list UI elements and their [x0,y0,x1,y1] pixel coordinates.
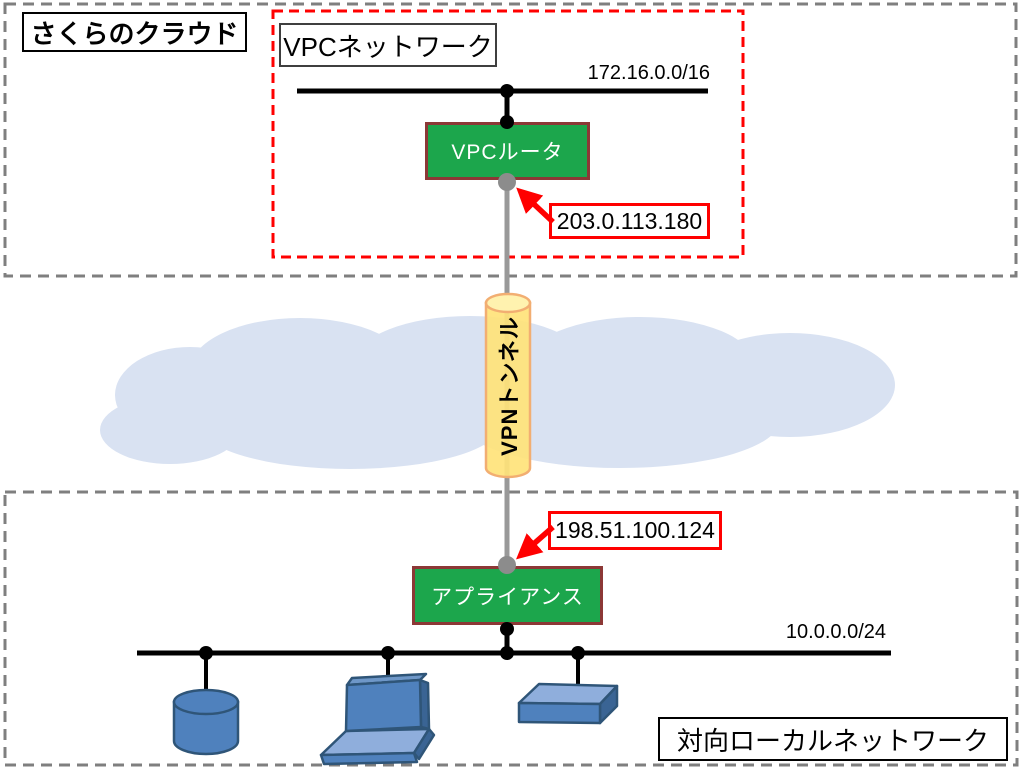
laptop-icon [319,672,436,766]
vpc-lan-connection-dot [500,84,514,98]
network-box-icon [517,682,619,725]
sakura-cloud-zone-frame [3,2,1018,278]
local-network-zone-frame [3,490,1019,767]
local-lan-connection-dots [199,646,585,660]
database-server-icon [172,688,240,756]
vpn-tunnel-cylinder-icon [484,292,532,479]
